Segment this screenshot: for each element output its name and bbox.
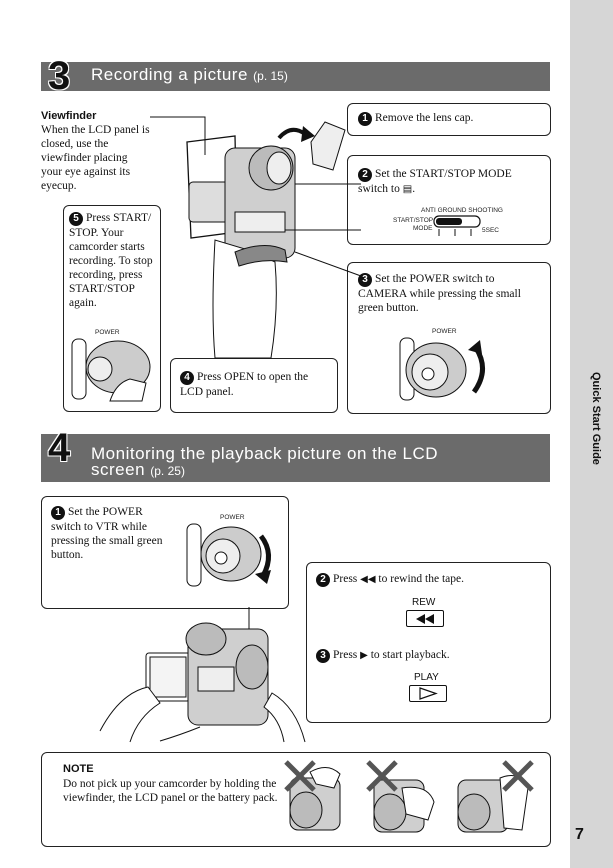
wrong-grip-viewfinder-illustration [284,760,341,831]
playback-step-3-text-after: to start playback. [370,649,450,661]
section-4-title-line-2-text: screen [91,460,146,479]
power-dial-camera-illustration [399,337,485,401]
standby-mode-icon: ▤ [402,184,413,195]
playback-step-1-dial-label: POWER [220,514,245,521]
step-5-number: 5 [69,212,83,226]
playback-step-1-text: Set the POWER switch to VTR while pressi… [51,506,163,561]
section-3-title-text: Recording a picture [91,65,248,84]
sidebar-tab [570,0,613,868]
power-dial-vtr-illustration [186,523,271,587]
viewfinder-text: When the LCD panel is closed, use the vi… [41,124,150,192]
playback-step-3-number: 3 [316,649,330,663]
section-3-page-ref: (p. 15) [253,69,288,83]
wrong-grip-lcd-panel-illustration [366,760,435,833]
step-4-number: 4 [180,371,194,385]
step-2-box [347,155,551,245]
callout-lines-section-3 [150,116,206,155]
step-3-text: Set the POWER switch to CAMERA while pre… [358,273,521,314]
camcorder-recording-illustration [186,121,362,359]
step-2-number: 2 [358,168,372,182]
rew-button-label: REW [412,597,436,608]
step-3-number: 3 [358,273,372,287]
step-2-tail: . [412,183,416,195]
section-4-title: Monitoring the playback picture on the L… [91,444,541,479]
page-number: 7 [575,826,584,843]
playback-step-2-number: 2 [316,573,330,587]
switch-label-right: 5SEC [482,227,499,234]
start-stop-button-illustration [71,338,151,402]
viewfinder-heading: Viewfinder [41,110,97,122]
section-3-number: 3 [48,54,71,98]
note-text: Do not pick up your camcorder by holding… [63,778,278,804]
step-5-text: Press START/ STOP. Your camcorder starts… [69,212,153,309]
section-4-header [41,434,550,482]
step-1-number: 1 [358,112,372,126]
sidebar-label: Quick Start Guide [590,372,602,465]
section-3-header [41,62,550,91]
step-5-dial-label: POWER [95,329,120,336]
playback-step-2-text-before: Press [333,573,358,585]
step-1-box [347,103,551,136]
play-symbol-icon: ▶ [360,650,368,661]
camcorder-playback-illustration [99,607,306,743]
switch-label-top: ANTI GROUND SHOOTING [421,207,503,214]
switch-label-left-2: MODE [413,225,433,232]
note-heading: NOTE [63,763,94,775]
section-3-title: Recording a picture (p. 15) [91,65,288,84]
section-4-page-ref: (p. 25) [150,464,185,478]
play-button[interactable] [409,685,447,702]
playback-step-2-text-after: to rewind the tape. [378,573,465,585]
playback-step-3-text-before: Press [333,649,358,661]
play-button-label: PLAY [414,672,439,683]
step-1-text: Remove the lens cap. [375,112,474,124]
rew-button[interactable] [406,610,444,627]
section-4-number: 4 [48,426,71,470]
step-4-text: Press OPEN to open the LCD panel. [180,371,309,398]
switch-label-left-1: START/STOP [393,217,434,224]
section-4-title-line-2: screen (p. 25) [91,460,541,479]
wrong-grip-battery-pack-illustration [457,760,534,833]
playback-step-1-number: 1 [51,506,65,520]
rewind-icon [416,614,434,624]
play-icon [419,687,438,700]
step-3-dial-label: POWER [432,328,457,335]
step-2-text: Set the START/STOP MODE switch to [358,168,512,195]
rewind-symbol-icon: ◀◀ [360,574,376,585]
section-4-title-line-1: Monitoring the playback picture on the L… [91,444,439,463]
start-stop-mode-switch [433,215,481,236]
